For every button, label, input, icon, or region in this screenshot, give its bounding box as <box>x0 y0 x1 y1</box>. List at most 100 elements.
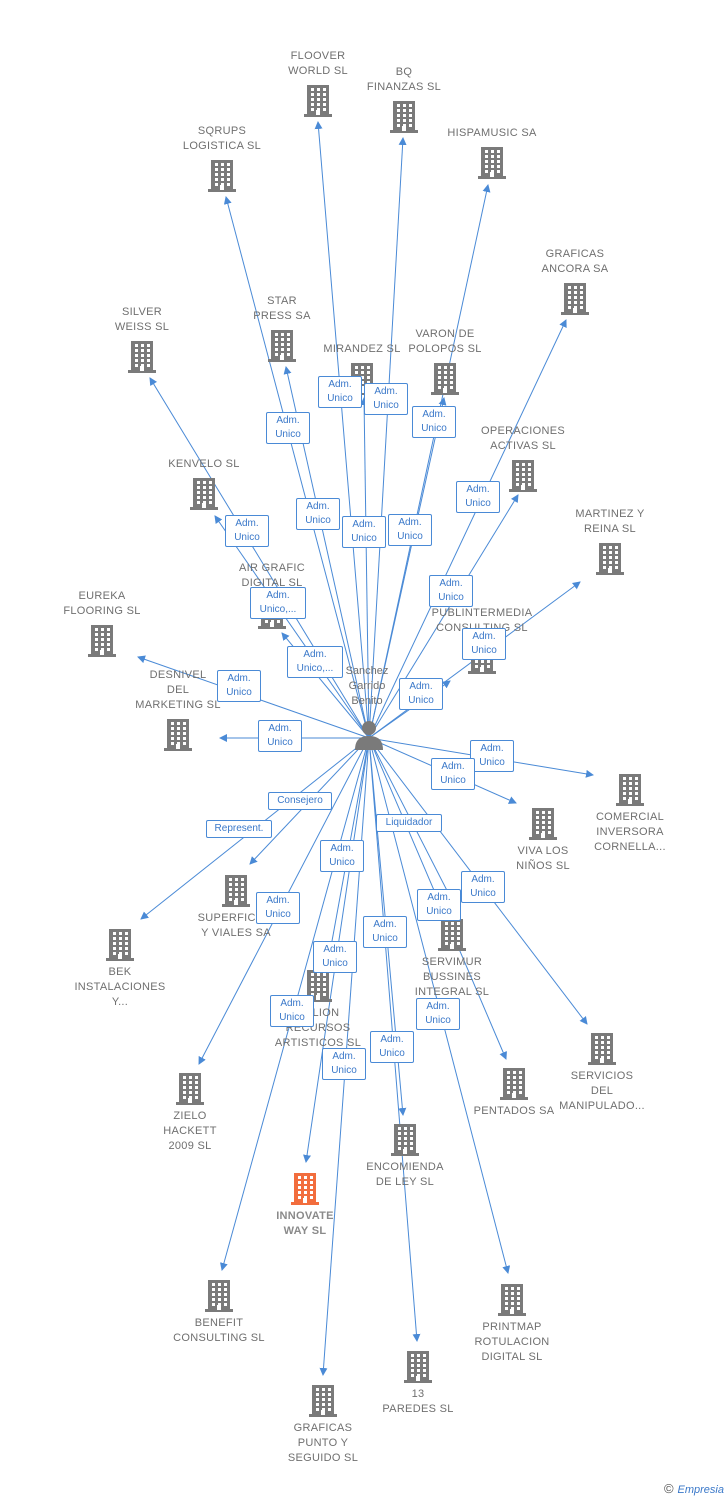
building-icon <box>438 919 466 951</box>
company-node-servicios[interactable]: SERVICIOS DEL MANIPULADO... <box>542 1031 662 1114</box>
center-person-node[interactable] <box>352 718 386 752</box>
company-node-servimur[interactable]: SERVIMUR BUSSINES INTEGRAL SL <box>392 917 512 1000</box>
building-icon <box>529 808 557 840</box>
role-badge[interactable]: Adm. Unico <box>258 720 302 752</box>
role-badge[interactable]: Adm. Unico,... <box>250 587 306 619</box>
company-label: ENCOMIENDA DE LEY SL <box>366 1161 444 1188</box>
company-node-innovate[interactable]: INNOVATE WAY SL <box>245 1171 365 1239</box>
building-icon <box>588 1033 616 1065</box>
role-badge[interactable]: Adm. Unico <box>270 995 314 1027</box>
edge-bq <box>368 137 407 739</box>
building-icon <box>390 101 418 133</box>
building-icon <box>561 283 589 315</box>
building-icon <box>106 929 134 961</box>
company-node-comercial[interactable]: COMERCIAL INVERSORA CORNELLA... <box>570 772 690 855</box>
building-icon <box>190 478 218 510</box>
role-badge[interactable]: Adm. Unico <box>429 575 473 607</box>
company-label: INNOVATE WAY SL <box>276 1210 334 1237</box>
role-badge[interactable]: Adm. Unico <box>322 1048 366 1080</box>
role-badge[interactable]: Adm. Unico <box>217 670 261 702</box>
role-badge[interactable]: Adm. Unico <box>225 515 269 547</box>
role-badge[interactable]: Adm. Unico <box>431 758 475 790</box>
company-node-floover[interactable]: FLOOVER WORLD SL <box>258 49 378 117</box>
role-badge[interactable]: Adm. Unico <box>412 406 456 438</box>
role-badge[interactable]: Adm. Unico <box>417 889 461 921</box>
role-badge[interactable]: Adm. Unico,... <box>287 646 343 678</box>
company-node-sqrups[interactable]: SQRUPS LOGISTICA SL <box>162 124 282 192</box>
company-label: 13 PAREDES SL <box>382 1388 454 1415</box>
company-label: EUREKA FLOORING SL <box>63 590 141 617</box>
company-node-superficies[interactable]: SUPERFICIES Y VIALES SA <box>176 873 296 941</box>
building-icon <box>268 330 296 362</box>
role-badge[interactable]: Consejero <box>268 792 332 810</box>
company-node-pentados[interactable]: PENTADOS SA <box>454 1066 574 1119</box>
role-badge[interactable]: Adm. Unico <box>266 412 310 444</box>
company-label: SERVIMUR BUSSINES INTEGRAL SL <box>414 956 490 998</box>
company-node-benefit[interactable]: BENEFIT CONSULTING SL <box>159 1278 279 1346</box>
role-badge[interactable]: Adm. Unico <box>399 678 443 710</box>
role-badge[interactable]: Adm. Unico <box>320 840 364 872</box>
company-label: STAR PRESS SA <box>253 295 311 322</box>
role-badge[interactable]: Adm. Unico <box>342 516 386 548</box>
building-icon <box>404 1351 432 1383</box>
brand-logo-text[interactable]: Empresia <box>677 1484 724 1496</box>
company-node-hispamusic[interactable]: HISPAMUSIC SA <box>432 126 552 179</box>
building-icon <box>304 970 332 1002</box>
building-icon <box>596 543 624 575</box>
role-badge[interactable]: Adm. Unico <box>370 1031 414 1063</box>
person-icon <box>355 721 383 750</box>
company-node-desnivel[interactable]: DESNIVEL DEL MARKETING SL <box>118 668 238 751</box>
company-node-bq[interactable]: BQ FINANZAS SL <box>344 65 464 133</box>
role-badge[interactable]: Adm. Unico <box>318 376 362 408</box>
role-badge[interactable]: Adm. Unico <box>363 916 407 948</box>
company-node-graficas_ancora[interactable]: GRAFICAS ANCORA SA <box>515 247 635 315</box>
role-badge[interactable]: Adm. Unico <box>461 871 505 903</box>
edge-kenvelo <box>214 515 370 739</box>
company-node-kenvelo[interactable]: KENVELO SL <box>144 457 264 510</box>
building-icon <box>176 1073 204 1105</box>
company-label: FLOOVER WORLD SL <box>288 50 348 77</box>
company-node-graficas_punto[interactable]: GRAFICAS PUNTO Y SEGUIDO SL <box>263 1383 383 1466</box>
building-icon <box>431 363 459 395</box>
building-icon <box>309 1385 337 1417</box>
copyright-symbol: © <box>663 1481 674 1496</box>
edge-varon <box>368 397 447 739</box>
role-badge[interactable]: Adm. Unico <box>416 998 460 1030</box>
role-badge[interactable]: Adm. Unico <box>462 628 506 660</box>
role-badge[interactable]: Adm. Unico <box>256 892 300 924</box>
building-icon <box>500 1068 528 1100</box>
role-badge[interactable]: Adm. Unico <box>364 383 408 415</box>
company-label: PRINTMAP ROTULACION DIGITAL SL <box>474 1321 550 1363</box>
role-badge[interactable]: Represent. <box>206 820 272 838</box>
role-badge[interactable]: Adm. Unico <box>296 498 340 530</box>
company-label: MARTINEZ Y REINA SL <box>575 508 645 535</box>
company-node-star[interactable]: STAR PRESS SA <box>222 294 342 362</box>
company-node-vivalos[interactable]: VIVA LOS NIÑOS SL <box>483 806 603 874</box>
company-label: BQ FINANZAS SL <box>366 66 442 93</box>
company-node-operaciones[interactable]: OPERACIONES ACTIVAS SL <box>463 424 583 492</box>
edge-sqrups <box>223 196 370 739</box>
company-node-eureka[interactable]: EUREKA FLOORING SL <box>42 589 162 657</box>
company-label: SQRUPS LOGISTICA SL <box>182 125 262 152</box>
company-label: OPERACIONES ACTIVAS SL <box>481 425 565 452</box>
role-badge[interactable]: Adm. Unico <box>470 740 514 772</box>
company-node-varon[interactable]: VARON DE POLOPOS SL <box>385 327 505 395</box>
building-icon <box>478 147 506 179</box>
company-node-printmap[interactable]: PRINTMAP ROTULACION DIGITAL SL <box>452 1282 572 1365</box>
role-badge[interactable]: Adm. Unico <box>313 941 357 973</box>
edge-silver <box>149 377 370 739</box>
company-node-encomienda[interactable]: ENCOMIENDA DE LEY SL <box>345 1122 465 1190</box>
edge-graficas_ancora <box>368 319 567 739</box>
role-badge[interactable]: Adm. Unico <box>388 514 432 546</box>
company-label: GRAFICAS ANCORA SA <box>541 248 609 275</box>
company-node-paredes[interactable]: 13 PAREDES SL <box>358 1349 478 1417</box>
company-label: GRAFICAS PUNTO Y SEGUIDO SL <box>287 1422 359 1464</box>
company-node-bek[interactable]: BEK INSTALACIONES Y... <box>60 927 180 1010</box>
role-badge[interactable]: Adm. Unico <box>456 481 500 513</box>
role-badge[interactable]: Liquidador <box>376 814 442 832</box>
company-node-zielo[interactable]: ZIELO HACKETT 2009 SL <box>130 1071 250 1154</box>
company-node-silver[interactable]: SILVER WEISS SL <box>82 305 202 373</box>
company-label: AIR GRAFIC DIGITAL SL <box>239 562 305 589</box>
company-node-martinez[interactable]: MARTINEZ Y REINA SL <box>550 507 670 575</box>
company-label: PENTADOS SA <box>473 1105 555 1117</box>
